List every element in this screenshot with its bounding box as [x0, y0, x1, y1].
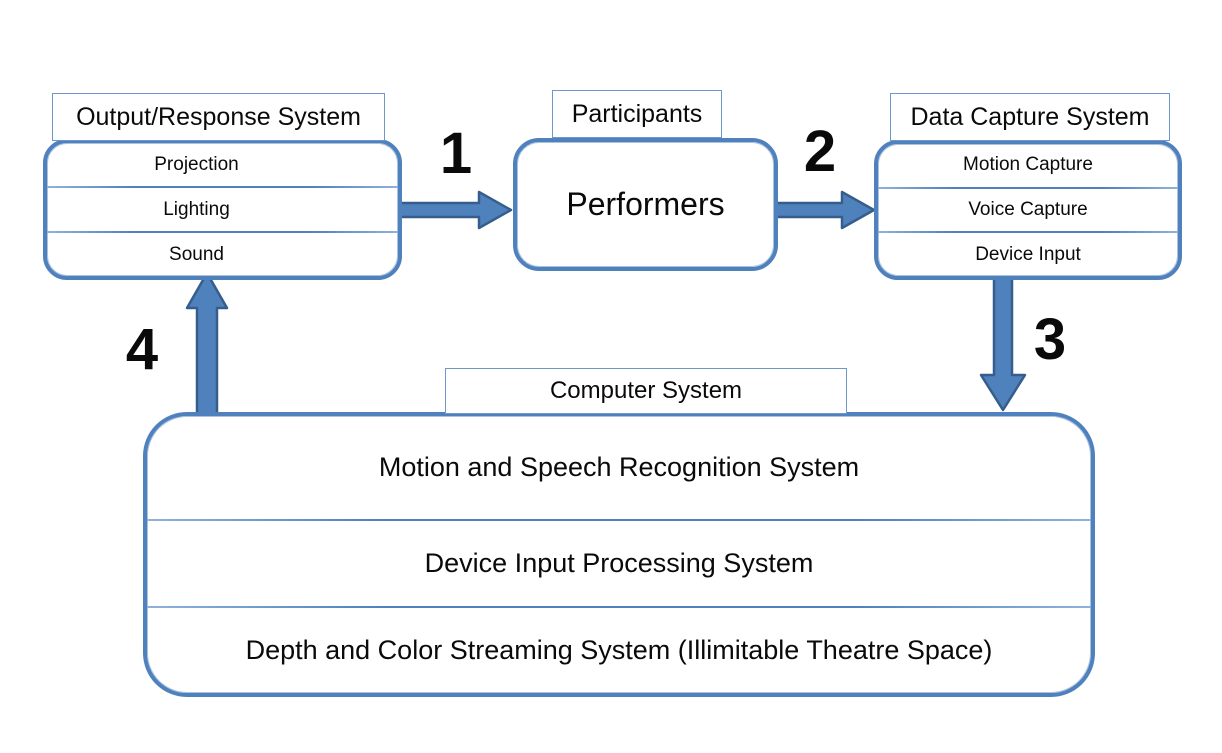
step-number-3: 3: [1033, 307, 1067, 372]
list-item-label: Voice Capture: [968, 199, 1088, 220]
list-item-label: Device Input: [975, 243, 1081, 265]
step-number-1: 1: [439, 121, 473, 186]
box-label: Performers: [566, 186, 725, 222]
list-item-label: Motion Capture: [963, 154, 1093, 176]
row-divider: [147, 606, 1091, 609]
step-number-4: 4: [125, 317, 159, 382]
step-number-2: 2: [803, 119, 837, 184]
participants-label: Participants: [552, 90, 722, 138]
list-item-label: Device Input Processing System: [424, 548, 814, 579]
list-item-motion-speech-recognition: Motion and Speech Recognition System: [147, 416, 1091, 519]
label-text: Data Capture System: [910, 102, 1150, 131]
arrow-down-icon-step3: [979, 272, 1027, 412]
list-item-label: Projection: [154, 153, 239, 175]
list-item-depth-color-streaming: Depth and Color Streaming System (Illimi…: [147, 608, 1091, 693]
output-response-system-label: Output/Response System: [52, 93, 385, 141]
list-item-label: Depth and Color Streaming System (Illimi…: [245, 635, 993, 666]
list-item-projection: Projection: [47, 143, 398, 186]
label-text: Participants: [571, 99, 703, 128]
label-text: Computer System: [549, 377, 743, 404]
data-capture-system-label: Data Capture System: [890, 93, 1170, 141]
list-item-label: Sound: [169, 243, 224, 265]
row-divider: [878, 186, 1178, 189]
arrow-right-icon-step2: [769, 190, 876, 230]
arrow-up-icon-step4: [185, 271, 229, 416]
row-divider: [47, 186, 398, 188]
list-item-voice-capture: Voice Capture: [878, 189, 1178, 232]
list-item-device-input: Device Input: [878, 233, 1178, 276]
row-divider: [147, 519, 1091, 522]
performers-text: Performers: [566, 186, 724, 223]
output-response-system-box: Projection Lighting Sound: [43, 139, 402, 280]
list-item-lighting: Lighting: [47, 188, 398, 231]
row-divider: [47, 231, 398, 233]
computer-system-label: Computer System: [445, 368, 847, 414]
computer-system-box: Motion and Speech Recognition System Dev…: [143, 412, 1095, 697]
arrow-right-icon-step1: [392, 190, 513, 230]
row-divider: [878, 231, 1178, 234]
data-capture-system-box: Motion Capture Voice Capture Device Inpu…: [874, 140, 1182, 280]
list-item-sound: Sound: [47, 233, 398, 276]
list-item-device-input-processing: Device Input Processing System: [147, 521, 1091, 606]
list-item-label: Motion and Speech Recognition System: [378, 452, 860, 483]
performers-box: Performers: [513, 138, 778, 271]
list-item-motion-capture: Motion Capture: [878, 144, 1178, 187]
list-item-label: Lighting: [163, 198, 230, 220]
label-text: Output/Response System: [76, 102, 361, 131]
